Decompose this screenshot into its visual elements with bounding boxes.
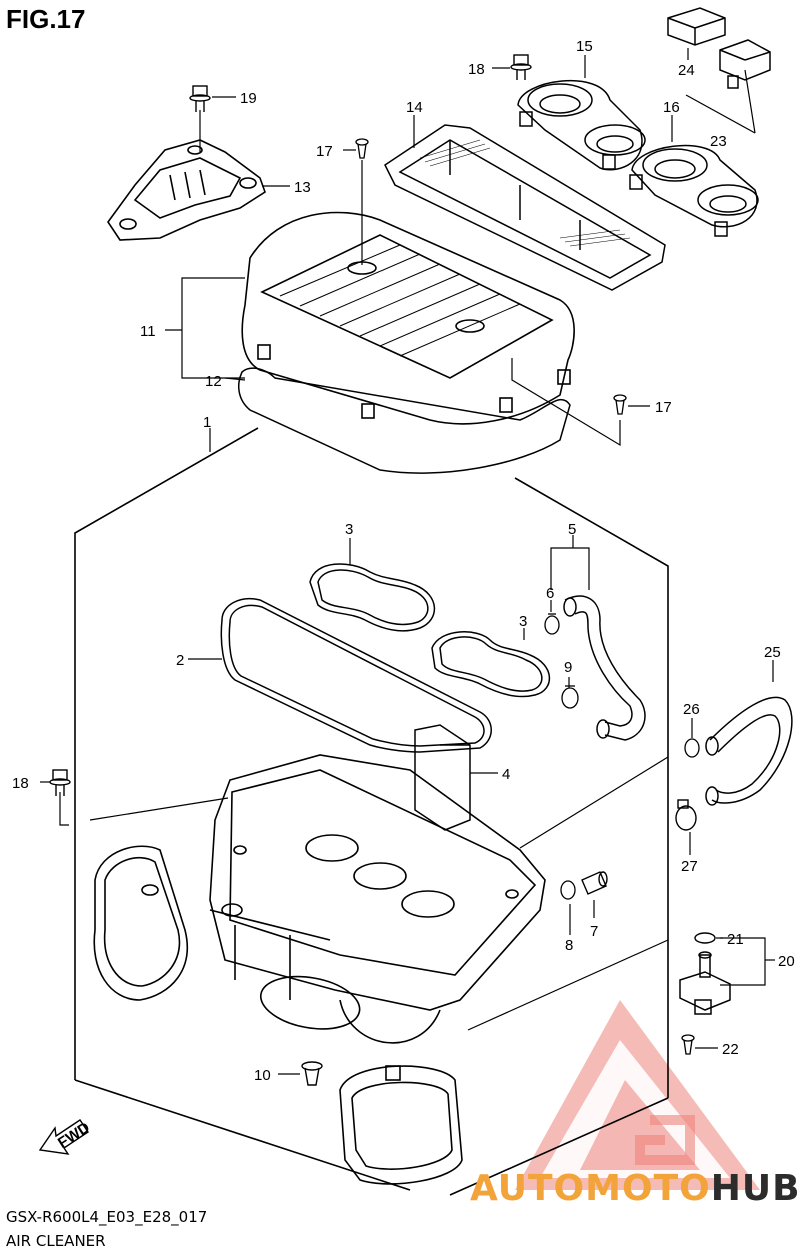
callout-13: 13: [294, 179, 311, 196]
callout-3-upper: 3: [345, 521, 353, 538]
part-26-clip: [684, 738, 700, 758]
callout-23: 23: [710, 133, 727, 150]
callout-20: 20: [778, 953, 795, 970]
part-23-sensor: [719, 39, 771, 89]
part-14-duct: [384, 124, 666, 291]
callout-21: 21: [727, 931, 744, 948]
part-21-oring: [694, 932, 716, 944]
callout-labels: 1 2 3 3 4 5 6 7 8 9 10 11 12 13 14 15 16…: [12, 38, 795, 1084]
part-20-sensor: [679, 951, 731, 1015]
part-22-screw: [681, 1034, 695, 1055]
intake-funnel-lower: [339, 1065, 463, 1185]
part-9-clip: [561, 685, 579, 709]
part-15-funnel: [517, 79, 646, 171]
callout-7: 7: [590, 923, 598, 940]
callout-5: 5: [568, 521, 576, 538]
callout-24: 24: [678, 62, 695, 79]
callout-17-top: 17: [316, 143, 333, 160]
part-24-sensor: [667, 7, 726, 46]
drawing-code: GSX-R600L4_E03_E28_017: [6, 1208, 208, 1226]
callout-16: 16: [663, 99, 680, 116]
callout-14: 14: [406, 99, 423, 116]
part-10-fastener: [301, 1061, 323, 1086]
part-6-clip: [544, 613, 560, 635]
part-12-gasket: [237, 367, 571, 474]
part-25-hose: [705, 696, 793, 806]
callout-8: 8: [565, 937, 573, 954]
callout-3-lower: 3: [519, 613, 527, 630]
part-27-clamp: [675, 799, 697, 831]
watermark-brand-part1: AUTOMOTO: [470, 1168, 711, 1209]
leader-lines: [40, 48, 775, 1075]
part-13-bracket: [107, 139, 266, 241]
callout-2: 2: [176, 652, 184, 669]
part-3-seal-lower: [431, 631, 551, 698]
part-4-pad: [414, 724, 471, 831]
part-18-bolt-left: [49, 769, 71, 796]
callout-11: 11: [140, 323, 156, 340]
figure-title: FIG.17: [6, 4, 86, 34]
callout-18-top: 18: [468, 61, 485, 78]
callout-1: 1: [203, 414, 211, 431]
callout-18-left: 18: [12, 775, 29, 792]
part-17-screw-top: [355, 138, 369, 159]
part-16-funnel: [629, 144, 759, 237]
watermark-logo: [515, 1000, 760, 1190]
callout-19: 19: [240, 90, 257, 107]
part-3-seal-upper: [309, 563, 436, 632]
part-5-hose: [563, 595, 646, 741]
callout-12: 12: [205, 373, 222, 390]
part-1-lower-case: [209, 754, 546, 1044]
fwd-arrow: FWD: [38, 1119, 93, 1155]
callout-26: 26: [683, 701, 700, 718]
watermark-brand: AUTOMOTOHUB: [470, 1168, 800, 1209]
callout-4: 4: [502, 766, 510, 783]
part-11-upper-case: [241, 211, 575, 425]
callout-10: 10: [254, 1067, 271, 1084]
part-19-bolt: [189, 85, 211, 112]
callout-15: 15: [576, 38, 593, 55]
intake-duct-left: [93, 845, 188, 1001]
part-18-bolt-top: [510, 54, 532, 80]
drawing-caption: AIR CLEANER: [6, 1232, 106, 1250]
watermark-brand-part2: HUB: [710, 1168, 800, 1209]
part-7-cap: [581, 871, 608, 895]
callout-9: 9: [564, 659, 572, 676]
callout-25: 25: [764, 644, 781, 661]
part-17-screw-right: [613, 394, 627, 415]
callout-22: 22: [722, 1041, 739, 1058]
part-8-clip: [560, 880, 576, 900]
callout-17-right: 17: [655, 399, 672, 416]
callout-6: 6: [546, 585, 554, 602]
callout-27: 27: [681, 858, 698, 875]
